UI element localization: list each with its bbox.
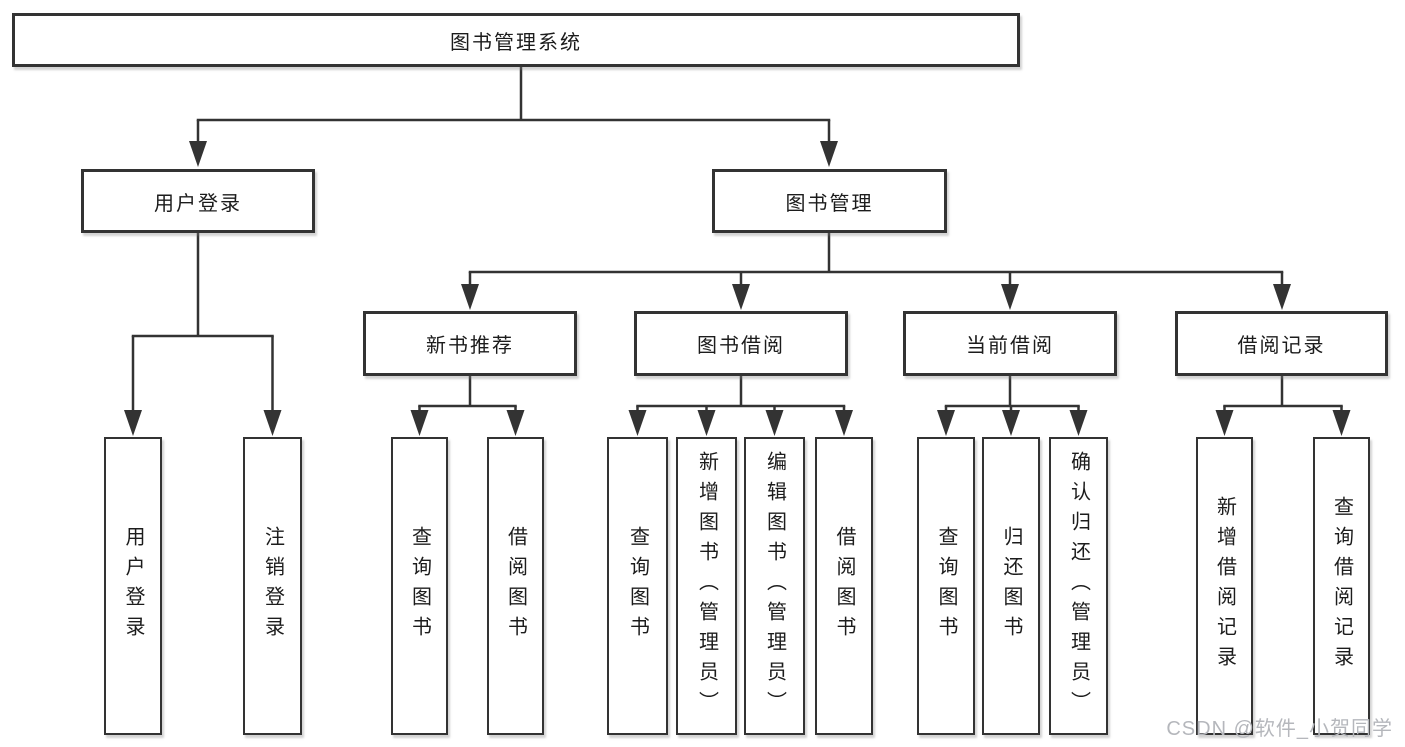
leaf-return-book: 归还图书 <box>982 437 1040 735</box>
node-library-management-system: 图书管理系统 <box>12 13 1020 67</box>
leaf-add-borrow-record: 新增借阅记录 <box>1196 437 1253 735</box>
node-label: 归还图书 <box>1000 526 1022 646</box>
node-label: 新增借阅记录 <box>1213 496 1236 676</box>
node-label: 借阅图书 <box>833 526 855 646</box>
node-label: 用户登录 <box>154 192 242 215</box>
leaf-borrowing-borrow-books: 借阅图书 <box>815 437 873 735</box>
node-new-book-recommend: 新书推荐 <box>363 311 577 376</box>
node-label: 查询借阅记录 <box>1330 496 1353 676</box>
node-label: 确认归还（管理员） <box>1067 451 1090 721</box>
node-label: 借阅图书 <box>504 526 527 646</box>
node-label: 当前借阅 <box>966 335 1054 357</box>
node-label: 查询图书 <box>935 526 957 646</box>
node-label: 图书管理 <box>785 192 874 215</box>
leaf-recommend-query-books: 查询图书 <box>391 437 448 735</box>
node-label: 查询图书 <box>408 526 431 646</box>
node-label: 新增图书（管理员） <box>695 451 718 721</box>
leaf-recommend-borrow-books: 借阅图书 <box>487 437 544 735</box>
leaf-add-book-admin: 新增图书（管理员） <box>676 437 737 735</box>
node-book-borrowing: 图书借阅 <box>634 311 848 376</box>
leaf-current-query-books: 查询图书 <box>917 437 975 735</box>
node-current-borrowing: 当前借阅 <box>903 311 1117 376</box>
leaf-confirm-return-admin: 确认归还（管理员） <box>1049 437 1108 735</box>
leaf-edit-book-admin: 编辑图书（管理员） <box>744 437 805 735</box>
node-label: 图书借阅 <box>697 335 785 357</box>
leaf-query-borrow-record: 查询借阅记录 <box>1313 437 1370 735</box>
node-label: 查询图书 <box>626 526 649 646</box>
node-label: 图书管理系统 <box>450 31 582 54</box>
node-user-login: 用户登录 <box>81 169 315 233</box>
arrowheads <box>124 141 1351 436</box>
node-label: 注销登录 <box>261 526 284 646</box>
node-borrowing-records: 借阅记录 <box>1175 311 1388 376</box>
csdn-watermark: CSDN @软件_小贺同学 <box>1166 718 1393 740</box>
node-label: 用户登录 <box>122 526 144 646</box>
node-label: 新书推荐 <box>426 335 514 357</box>
leaf-logout-login: 注销登录 <box>243 437 302 735</box>
node-book-management: 图书管理 <box>712 169 947 233</box>
leaf-borrowing-query-books: 查询图书 <box>607 437 668 735</box>
leaf-user-login: 用户登录 <box>104 437 162 735</box>
node-label: 编辑图书（管理员） <box>763 451 786 721</box>
node-label: 借阅记录 <box>1237 335 1326 357</box>
